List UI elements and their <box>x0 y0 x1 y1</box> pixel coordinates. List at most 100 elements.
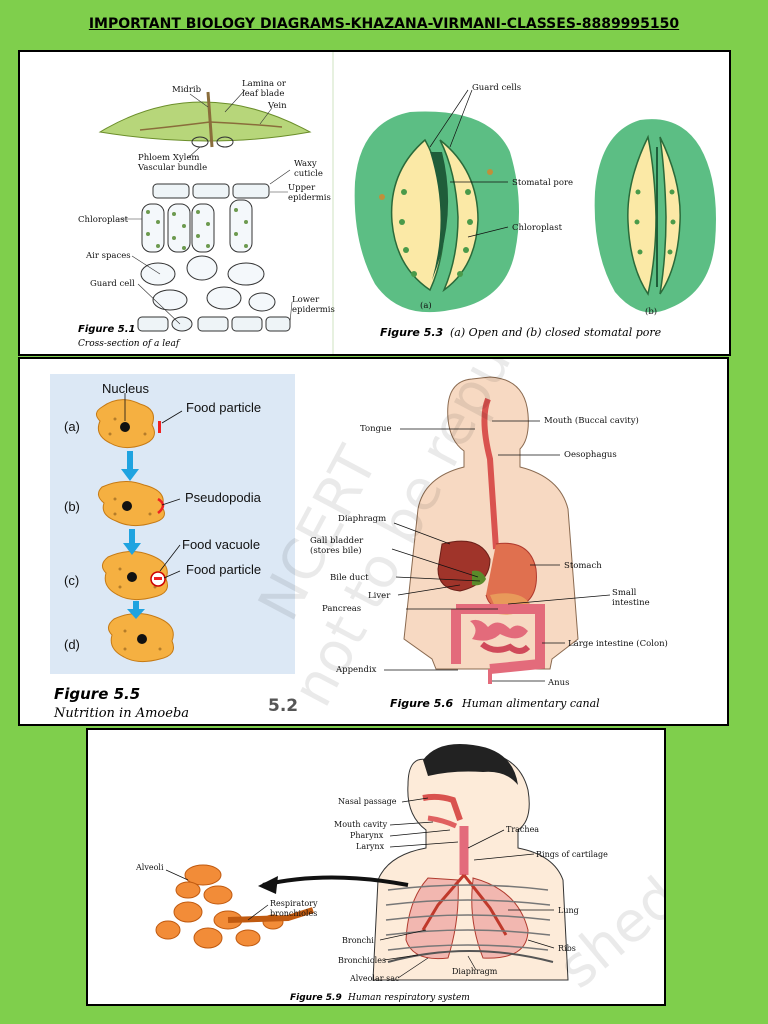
alimentary-label-appendix: Appendix <box>335 665 377 675</box>
amoeba-label-nucleus: Nucleus <box>102 381 149 396</box>
leaf-label-upper-epidermis: Upper <box>288 183 316 193</box>
alimentary-label-oesophagus: Oesophagus <box>564 450 617 460</box>
amoeba-figure-number: Figure 5.5 <box>54 685 140 703</box>
amoeba-background <box>50 374 295 674</box>
xylem-circle <box>216 136 234 148</box>
panel-respiratory: Nasal passage Mouth cavity Pharynx Laryn… <box>86 728 691 1006</box>
resp-caption: Human respiratory system <box>347 993 470 1003</box>
resp-label-ribs: Ribs <box>558 944 576 953</box>
alimentary-label-large-intestine: Large intestine (Colon) <box>568 638 668 649</box>
stoma-closed <box>594 119 716 313</box>
resp-label-pharynx: Pharynx <box>350 831 384 840</box>
amoeba-leader-lines <box>124 393 183 579</box>
amoeba-step-a: (a) <box>64 419 80 434</box>
alimentary-label-tongue: Tongue <box>360 424 392 434</box>
amoeba-caption: Nutrition in Amoeba <box>53 706 189 721</box>
food-particle-a <box>158 421 161 433</box>
stomata-leader-lines <box>429 89 509 238</box>
stomata-figure-number: Figure 5.3 <box>380 326 444 339</box>
alveoli-cluster <box>155 864 314 949</box>
stomata-label-pore: Stomatal pore <box>512 178 573 188</box>
leaf-label-lamina: Lamina or <box>242 79 287 89</box>
stomata-label-chloroplast: Chloroplast <box>512 223 563 233</box>
amoeba-granules <box>108 417 162 651</box>
amoeba-step-d: (d) <box>64 637 80 652</box>
alimentary-label-mouth: Mouth (Buccal cavity) <box>544 415 639 426</box>
leaf-label-waxy-2: cuticle <box>294 169 323 179</box>
leaf-label-lamina-2: leaf blade <box>242 89 284 99</box>
page-title: IMPORTANT BIOLOGY DIAGRAMS-KHAZANA-VIRMA… <box>88 16 680 32</box>
leaf-stomata-figure: Midrib Lamina or leaf blade Vein Phloem … <box>78 52 716 354</box>
alimentary-figure-number: Figure 5.6 <box>390 697 454 710</box>
stoma-open <box>354 111 519 313</box>
vein-shape <box>139 121 283 131</box>
leaf-label-chloroplast: Chloroplast <box>78 215 129 225</box>
leaf-label-phloem-xylem: Phloem Xylem <box>138 153 199 163</box>
leaf-label-vascular: Vascular bundle <box>137 163 207 173</box>
amoeba-nuclei <box>120 422 147 644</box>
alveoli-arrow-head <box>258 876 278 894</box>
alimentary-label-small-intestine-2: intestine <box>612 598 650 608</box>
resp-label-alveolar-sac: Alveolar sac <box>349 974 400 983</box>
alimentary-label-anus: Anus <box>547 678 569 688</box>
alveoli-arrow <box>262 875 409 887</box>
alimentary-leader-lines <box>384 420 611 682</box>
stomata-caption: (a) Open and (b) closed stomatal pore <box>450 326 662 339</box>
resp-label-bronchi: Bronchi <box>342 936 374 945</box>
amoeba-label-food-vacuole: Food vacuole <box>182 537 260 552</box>
resp-label-mouth-cavity: Mouth cavity <box>334 820 388 829</box>
food-particle-b <box>157 497 165 514</box>
leaf-caption: Cross-section of a leaf <box>78 339 181 349</box>
stomata-label-guard-cells: Guard cells <box>472 83 521 93</box>
alimentary-label-stomach: Stomach <box>564 561 602 571</box>
resp-label-nasal: Nasal passage <box>338 797 397 806</box>
stomata-label-a: (a) <box>420 300 432 311</box>
leaf-leader-lines <box>118 89 293 325</box>
panel-leaf-stomata: Midrib Lamina or leaf blade Vein Phloem … <box>18 50 731 356</box>
resp-label-bronchioles: Bronchioles <box>338 956 386 965</box>
palisade-cells <box>141 199 253 253</box>
lower-epidermis-cells <box>137 316 291 332</box>
food-particle-c <box>154 577 162 580</box>
chloroplast-dots <box>146 208 248 250</box>
leaf-label-vein: Vein <box>267 101 287 111</box>
respiratory-leader-lines <box>165 797 555 979</box>
amoeba-label-pseudopodia: Pseudopodia <box>185 490 262 505</box>
leaf-label-guard-cell: Guard cell <box>90 279 135 289</box>
leaf-label-lower-epidermis: Lower <box>292 295 320 305</box>
leaf-blade-shape <box>98 101 312 142</box>
human-body-outline <box>403 376 579 670</box>
amoeba-label-food-particle-2: Food particle <box>186 562 261 577</box>
resp-label-alveoli: Alveoli <box>135 863 164 872</box>
resp-label-larynx: Larynx <box>356 842 385 851</box>
respiratory-organs <box>385 793 554 963</box>
spongy-cells <box>140 255 276 312</box>
leaf-label-upper-epidermis-2: epidermis <box>288 193 331 203</box>
leaf-label-lower-epidermis-2: epidermis <box>292 305 335 315</box>
leaf-label-midrib: Midrib <box>172 85 202 95</box>
panel-amoeba-alimentary: Nucleus Food particle Pseudopodia Food v… <box>18 157 729 726</box>
resp-figure-number: Figure 5.9 <box>290 993 342 1003</box>
resp-label-rings: Rings of cartilage <box>536 850 608 859</box>
alimentary-label-small-intestine: Small <box>612 588 637 598</box>
leaf-figure-number: Figure 5.1 <box>78 324 135 335</box>
midrib-shape <box>206 91 214 148</box>
resp-label-resp-bronchioles: Respiratory <box>270 899 318 908</box>
resp-label-diaphragm: Diaphragm <box>452 967 498 976</box>
page-fragment: 5.2 <box>268 696 298 716</box>
alimentary-label-liver: Liver <box>368 591 391 601</box>
respiratory-figure: Nasal passage Mouth cavity Pharynx Laryn… <box>135 744 691 1003</box>
amoeba-step-arrows <box>121 451 145 619</box>
alimentary-caption: Human alimentary canal <box>461 697 600 710</box>
upper-epidermis-cells <box>152 183 270 199</box>
resp-label-trachea: Trachea <box>506 825 539 834</box>
alimentary-label-diaphragm: Diaphragm <box>338 514 386 524</box>
resp-label-resp-bronchioles-2: bronchioles <box>270 909 317 918</box>
alimentary-label-pancreas: Pancreas <box>322 604 361 614</box>
resp-label-lung: Lung <box>558 906 579 915</box>
leaf-label-air-spaces: Air spaces <box>85 251 131 261</box>
amoeba-step-b: (b) <box>64 499 80 514</box>
amoeba-label-food-particle: Food particle <box>186 400 261 415</box>
alimentary-label-gall-bladder-2: (stores bile) <box>310 545 362 556</box>
alimentary-label-bile-duct: Bile duct <box>330 573 369 583</box>
